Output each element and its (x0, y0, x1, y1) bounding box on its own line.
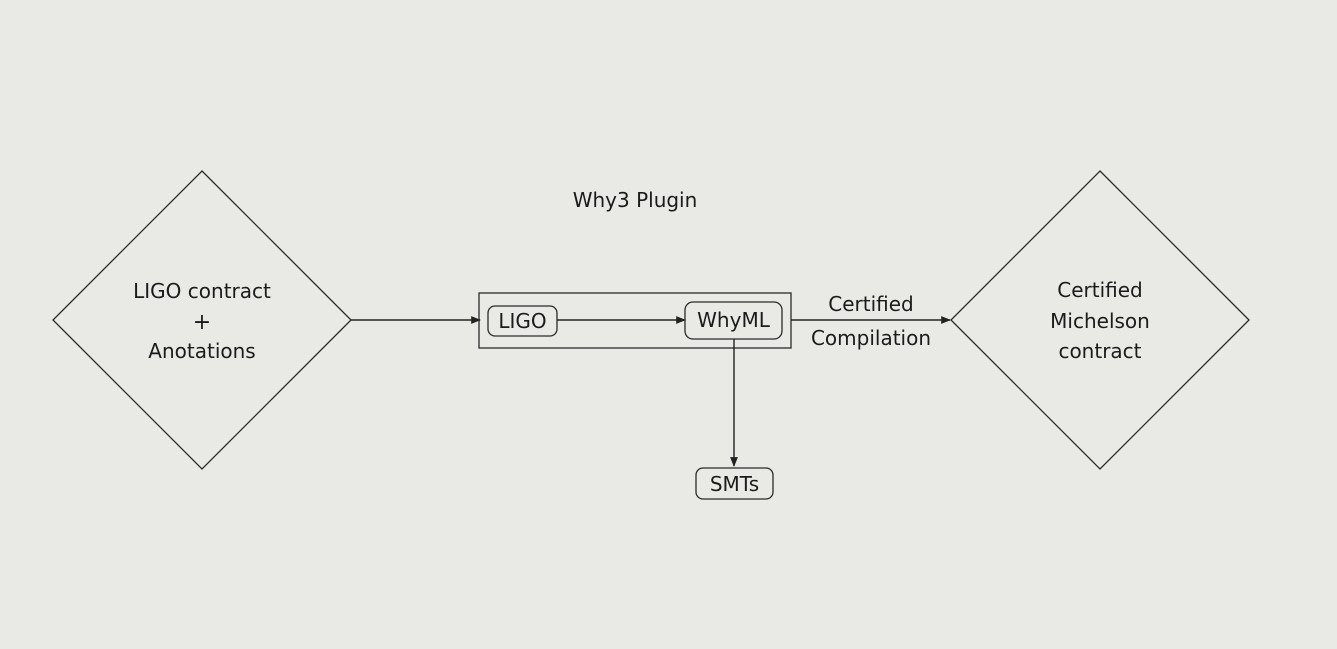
ligo-node-label: LIGO (498, 309, 546, 333)
target-contract-node: Certified Michelson contract (950, 170, 1250, 470)
smts-node: SMTs (695, 467, 774, 500)
whyml-node-label: WhyML (697, 308, 771, 332)
smts-node-label: SMTs (710, 472, 759, 496)
source-contract-label-line1: LIGO contract (133, 279, 271, 303)
target-contract-label-line3: contract (1058, 339, 1141, 363)
smts-node-box (695, 467, 774, 500)
whyml-node: WhyML (684, 301, 783, 340)
edge-label-line2: Compilation (811, 326, 931, 350)
source-contract-diamond (52, 170, 352, 470)
target-contract-diamond (950, 170, 1250, 470)
target-contract-label-line2: Michelson (1050, 309, 1150, 333)
ligo-node-box (487, 305, 558, 337)
edge-label-line1: Certified (828, 292, 914, 316)
target-contract-label-line1: Certified (1057, 278, 1143, 302)
source-contract-label-plus: + (193, 310, 211, 335)
source-contract-label-line3: Anotations (148, 339, 255, 363)
source-contract-node: LIGO contract + Anotations (52, 170, 352, 470)
ligo-node: LIGO (487, 305, 558, 337)
plugin-title: Why3 Plugin (573, 188, 698, 212)
